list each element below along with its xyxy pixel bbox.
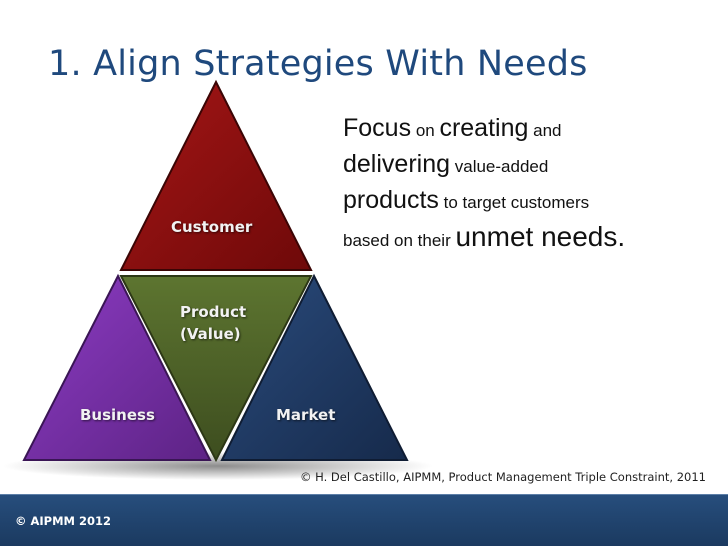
- business-triangle: [22, 273, 212, 461]
- market-triangle: [220, 273, 409, 461]
- focus-word-products: products: [343, 186, 439, 214]
- product-label-line1: Product: [180, 303, 247, 321]
- footer-copyright: © AIPMM 2012: [15, 514, 112, 528]
- product-label-line2: (Value): [180, 325, 241, 343]
- customer-label: Customer: [171, 218, 253, 236]
- focus-statement: Focus on creating and delivering value-a…: [343, 112, 713, 258]
- focus-word-unmet-needs: unmet needs: [455, 221, 618, 252]
- focus-word-and: and: [528, 121, 562, 140]
- focus-word-creating: creating: [439, 114, 529, 142]
- footer-divider: [0, 494, 728, 495]
- focus-word-based-on-their: based on their: [343, 231, 456, 250]
- market-label: Market: [276, 406, 336, 424]
- customer-triangle: [119, 79, 313, 271]
- pyramid-diagram: [3, 79, 433, 480]
- business-label: Business: [80, 406, 155, 424]
- source-credit: © H. Del Castillo, AIPMM, Product Manage…: [300, 470, 706, 484]
- focus-word-delivering: delivering: [343, 150, 451, 178]
- slide-title: 1. Align Strategies With Needs: [48, 44, 588, 84]
- footer-bar: [0, 494, 728, 546]
- product-triangle: [119, 275, 313, 463]
- focus-word-period: .: [617, 221, 626, 252]
- focus-word-on: on: [411, 121, 440, 140]
- focus-word-value-added: value-added: [450, 157, 549, 176]
- focus-word-focus: Focus: [343, 114, 412, 142]
- focus-word-target-customers: to target customers: [438, 193, 590, 212]
